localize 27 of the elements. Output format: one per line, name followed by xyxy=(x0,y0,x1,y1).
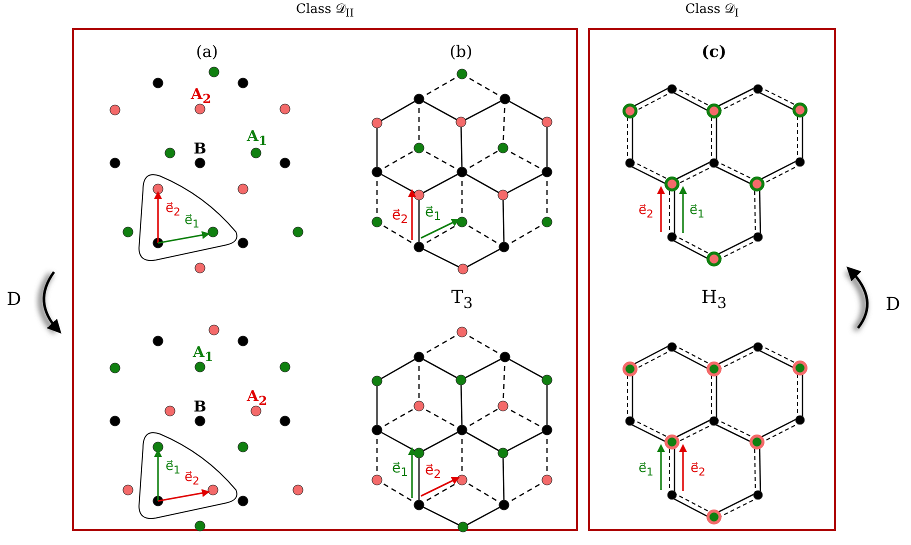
panel-title: Class 𝒟$_{I}$ xyxy=(685,2,739,20)
sublattice-label: A$_{1}$ xyxy=(192,344,214,364)
lattice-label: H$_{3}$ xyxy=(701,289,727,311)
sublattice-label: A$_{2}$ xyxy=(190,86,212,106)
sublattice-label: A$_{2}$ xyxy=(246,388,268,408)
operation-label: D xyxy=(6,291,22,309)
vector-label: e⃗$_{1}$ xyxy=(424,205,442,223)
vector-label: e⃗$_{2}$ xyxy=(392,208,408,226)
vector-label: e⃗$_{1}$ xyxy=(184,214,200,230)
vector-label: e⃗$_{1}$ xyxy=(690,204,704,220)
vector-label: e⃗$_{2}$ xyxy=(184,470,200,488)
sublattice-label: B xyxy=(194,400,206,414)
panel-label: (a) xyxy=(196,44,218,60)
vector-label: e⃗$_{2}$ xyxy=(424,463,442,481)
sublattice-label: B xyxy=(194,142,206,156)
panel-title: Class 𝒟$_{II}$ xyxy=(296,2,354,20)
vector-label: e⃗$_{2}$ xyxy=(690,462,706,478)
vector-label: e⃗$_{2}$ xyxy=(166,202,180,218)
sublattice-label: A$_{1}$ xyxy=(246,128,268,148)
operation-label: D xyxy=(886,296,900,314)
vector-label: e⃗$_{2}$ xyxy=(638,204,654,220)
vector-label: e⃗$_{1}$ xyxy=(166,460,180,476)
panel-label: (b) xyxy=(450,44,472,60)
vector-label: e⃗$_{1}$ xyxy=(638,462,654,478)
panel-label: (c) xyxy=(702,44,726,60)
vector-label: e⃗$_{1}$ xyxy=(392,461,408,479)
lattice-label: T$_{3}$ xyxy=(451,289,473,311)
